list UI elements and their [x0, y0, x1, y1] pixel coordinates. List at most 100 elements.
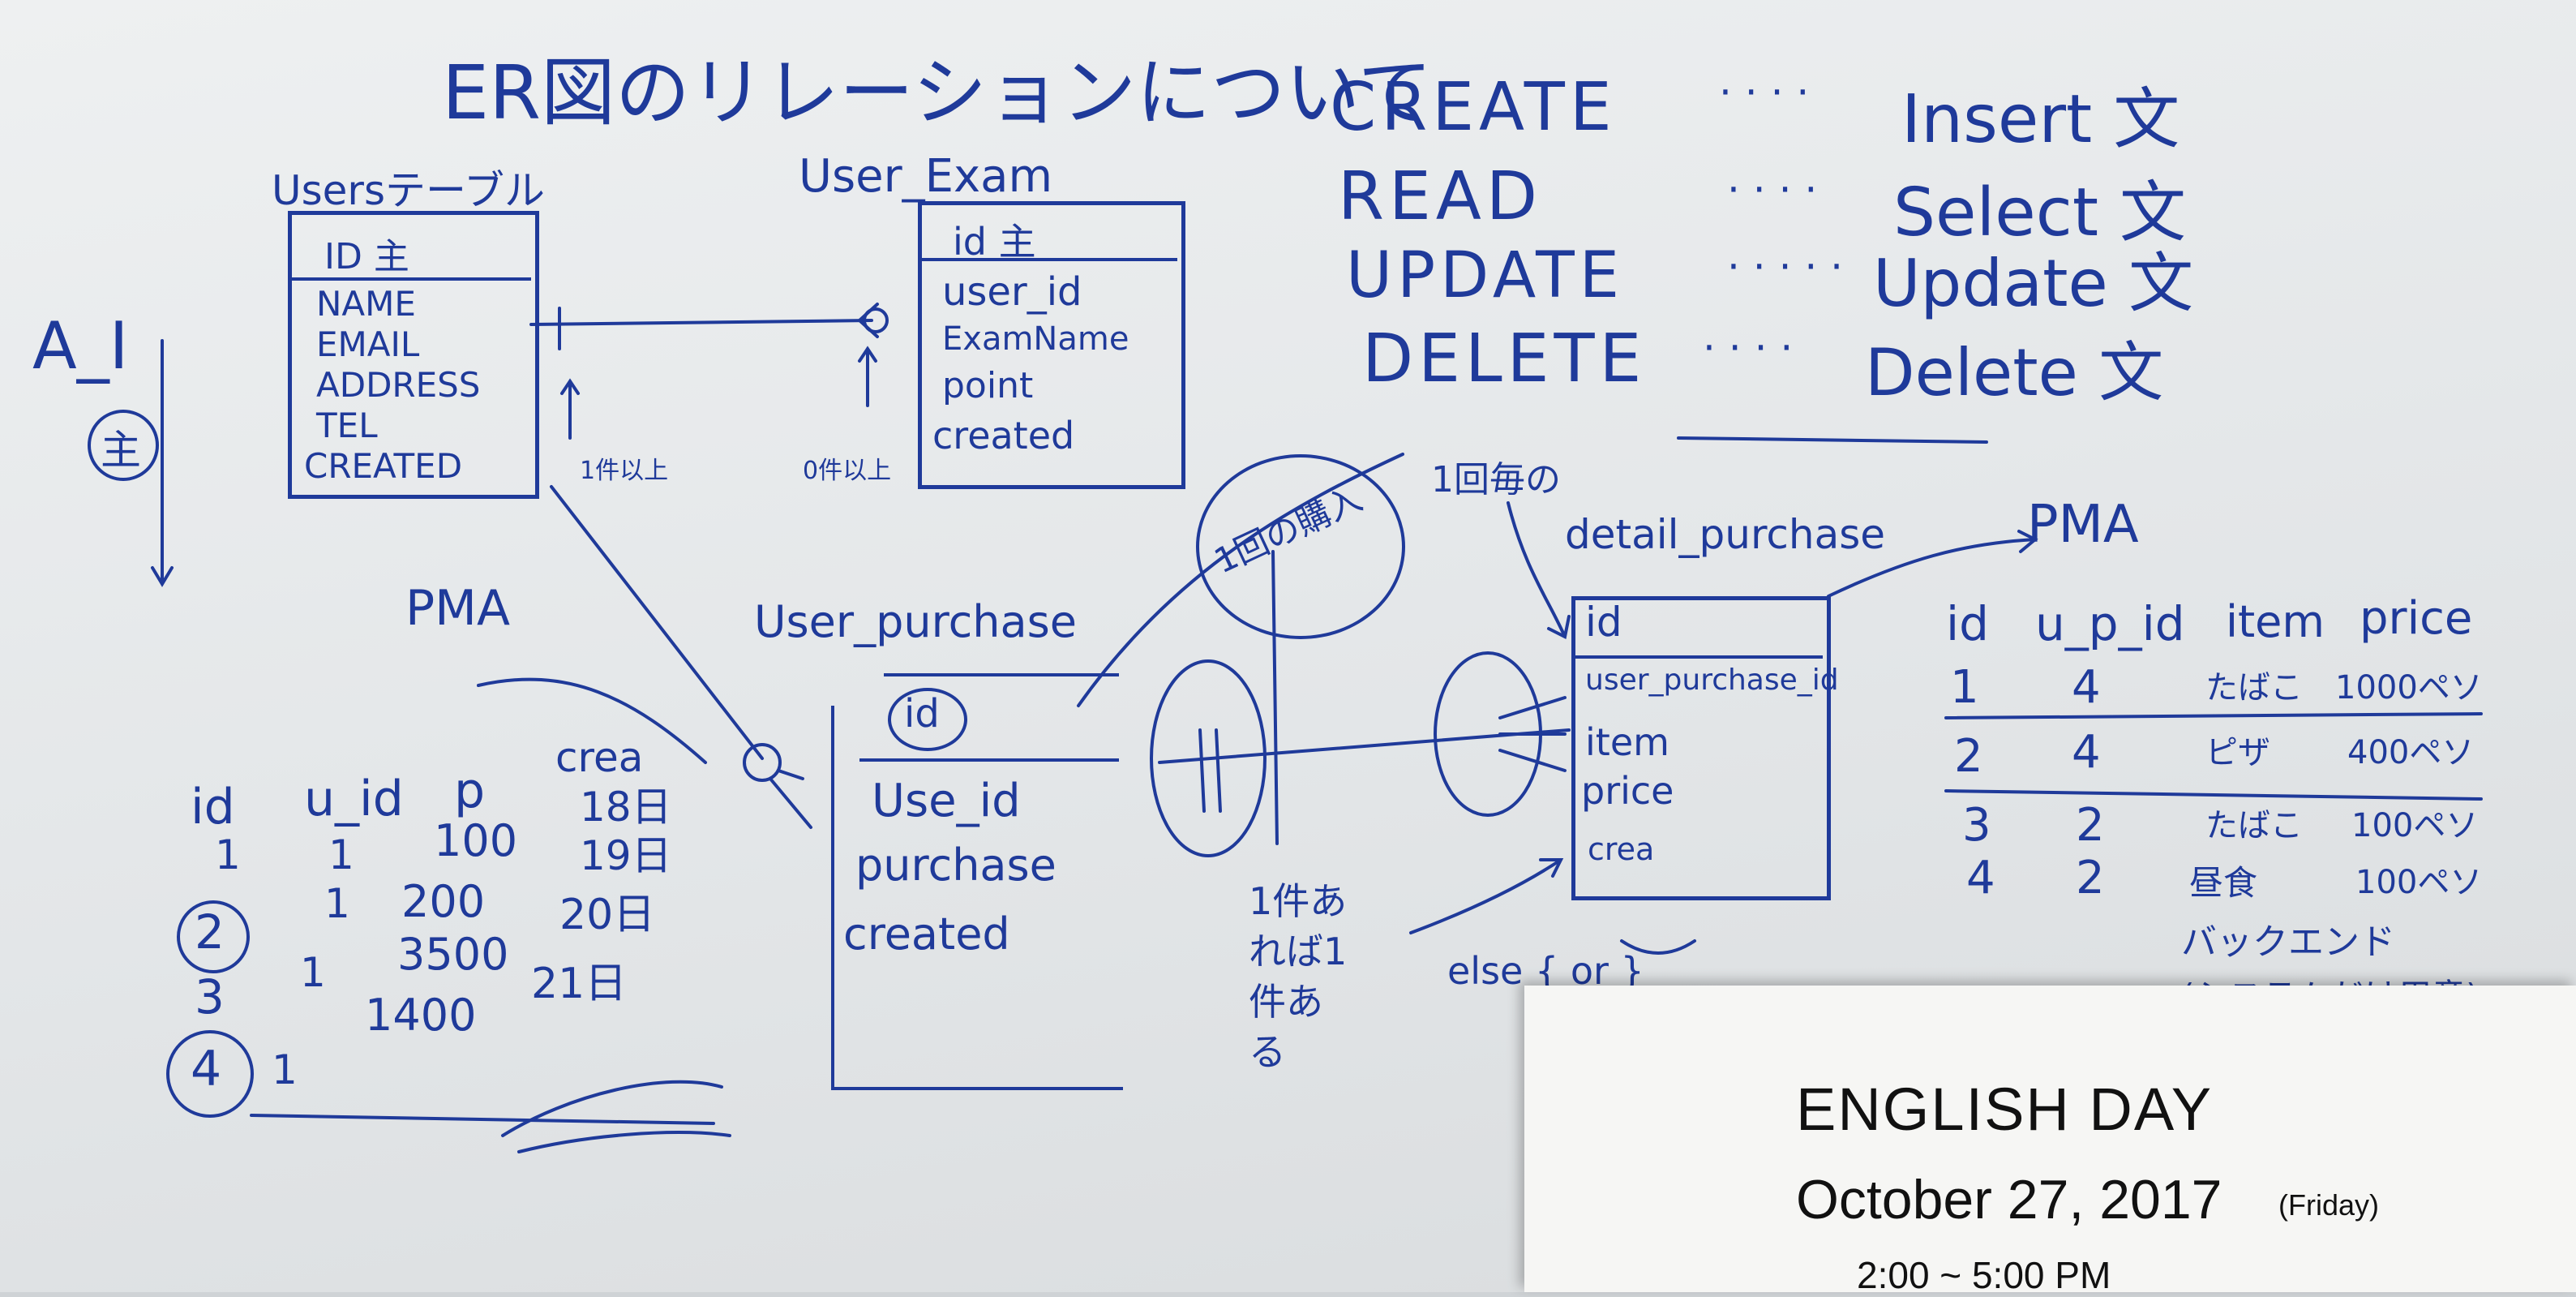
one-or-more-note: 1件以上: [580, 457, 669, 485]
left-row4-circle: [166, 1030, 254, 1118]
user-purchase-pk-circle: [888, 688, 967, 751]
user-purchase-pk-divider: [859, 758, 1119, 762]
crud-read: READ: [1338, 158, 1543, 235]
crud-update-sql: Update 文: [1873, 246, 2194, 321]
left-row3-id: 3: [195, 969, 225, 1024]
user-exam-field-user-id: user_id: [942, 269, 1082, 315]
crud-update: UPDATE: [1346, 239, 1625, 312]
circle-many-side: [1434, 651, 1542, 817]
pma-right: PMA: [2027, 495, 2139, 555]
misc-top-line: [1677, 436, 1988, 444]
user-exam-field-examname: ExamName: [942, 320, 1129, 358]
users-field-address: ADDRESS: [316, 365, 481, 405]
left-row2-id: 2: [195, 904, 225, 960]
left-row2-p: 200: [401, 876, 486, 927]
users-field-tel: TEL: [316, 406, 378, 445]
users-table-label: Usersテーブル: [272, 167, 546, 214]
crud-dots-3: · · · · ·: [1727, 243, 1844, 290]
detail-purchase-label: detail_purchase: [1565, 511, 1886, 558]
arrow-one: [560, 378, 580, 440]
ai-main-circle: [88, 410, 159, 481]
crud-dots-4: · · · ·: [1703, 324, 1794, 371]
right-row1-price: 1000ペソ: [2335, 669, 2483, 706]
ai-main-label: 主: [101, 427, 141, 474]
user-purchase-top: [884, 673, 1119, 676]
ai-label: A_I: [32, 308, 129, 384]
left-row4-id: 4: [191, 1041, 222, 1097]
users-purchase-line: [550, 485, 764, 760]
left-row3-crea: 20日: [559, 891, 656, 939]
detail-field-crea: crea: [1588, 831, 1655, 867]
right-row4-id: 4: [1966, 852, 1995, 904]
poster-day: (Friday): [2278, 1188, 2379, 1222]
right-header-upid: u_p_id: [2035, 596, 2185, 651]
user-purchase-pk: id: [904, 691, 940, 737]
left-row1-crea: 18日: [580, 784, 672, 831]
users-pk: ID 主: [324, 236, 409, 277]
left-row4-uid: 1: [272, 1046, 298, 1093]
user-purchase-field-created: created: [843, 908, 1010, 960]
detail-crowfoot: [1498, 696, 1567, 772]
user-exam-field-point: point: [942, 365, 1034, 406]
crud-delete: DELETE: [1362, 320, 1647, 397]
pma-left: PMA: [405, 580, 510, 637]
user-exam-table: [918, 201, 1185, 489]
left-header-id: id: [191, 779, 235, 835]
detail-field-user-purchase-id: user_purchase_id: [1585, 664, 1839, 697]
left-row1-p: 100: [434, 815, 518, 866]
left-header-crea: crea: [555, 734, 644, 781]
right-row1-id: 1: [1950, 661, 1979, 714]
users-pk-divider: [292, 277, 531, 281]
purchase-zero-marker: [743, 743, 782, 782]
poster-title: ENGLISH DAY: [1796, 1076, 2214, 1143]
per-time-note: 1回毎の: [1431, 459, 1561, 500]
detail-field-price: price: [1581, 769, 1674, 813]
english-day-poster: ENGLISH DAY October 27, 2017 (Friday) 2:…: [1524, 986, 2576, 1296]
crud-select: Select 文: [1893, 174, 2187, 251]
arrow-left-data: [477, 677, 707, 764]
detail-field-item: item: [1585, 720, 1669, 764]
arrow-zero: [858, 346, 877, 407]
left-row2-circle: [177, 900, 250, 973]
arrow-one-then-one: [1409, 858, 1564, 934]
right-row1-upid: 4: [2072, 661, 2101, 714]
users-exam-relation-line: [529, 319, 873, 326]
detail-purchase-table: [1571, 596, 1831, 900]
crud-create: CREATE: [1330, 69, 1617, 146]
right-row2-price: 400ペソ: [2347, 734, 2475, 771]
right-row3-item: たばこ: [2205, 807, 2303, 844]
right-row2-item: ピザ: [2205, 734, 2270, 771]
user-purchase-field-useid: Use_id: [872, 775, 1021, 827]
right-row2-upid: 4: [2072, 726, 2101, 779]
user-purchase-bottom: [831, 1087, 1123, 1090]
right-row4-price: 100ペソ: [2355, 864, 2483, 901]
right-row4-upid: 2: [2076, 852, 2105, 904]
right-row3-id: 3: [1962, 799, 1991, 852]
zero-or-more-note: 0件以上: [803, 457, 892, 485]
left-header-uid: u_id: [304, 771, 404, 827]
user-exam-pk: id 主: [953, 220, 1036, 264]
right-row4-item: 昼食: [2189, 863, 2258, 903]
misc-curve: [1620, 939, 1696, 955]
user-purchase-field-purchase: purchase: [855, 840, 1057, 891]
left-row3-p: 3500: [397, 929, 509, 980]
board-title: ER図のリレーションについて: [442, 49, 1433, 136]
left-row2-crea: 19日: [580, 832, 672, 879]
right-table-lines: [1944, 712, 2483, 801]
right-row2-id: 2: [1954, 730, 1983, 783]
right-row3-upid: 2: [2076, 799, 2105, 852]
arrow-per-time: [1507, 501, 1571, 639]
one-then-one-note: 1件あれば1件ある: [1249, 879, 1348, 1074]
purchase-crowfoot: [769, 769, 812, 829]
users-field-name: NAME: [316, 284, 416, 324]
arrow-pma-right: [1827, 530, 2038, 598]
backend-note: バックエンド: [2181, 921, 2395, 963]
right-header-item: item: [2226, 596, 2325, 647]
crud-insert: Insert 文: [1901, 81, 2180, 158]
crud-dots-1: · · · ·: [1719, 69, 1810, 116]
circle-one-side: [1150, 659, 1267, 857]
left-row1-id: 1: [215, 831, 241, 878]
right-header-price: price: [2360, 592, 2473, 645]
